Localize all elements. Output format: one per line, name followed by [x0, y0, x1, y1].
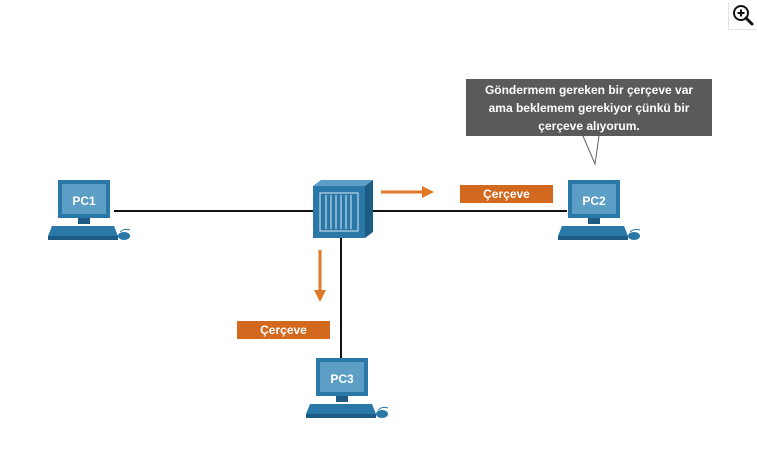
frame-label-down: Çerçeve: [237, 321, 330, 339]
pc3-label: PC3: [330, 372, 354, 386]
callout-line-3: çerçeve alıyorum.: [538, 119, 640, 133]
pc3-computer-icon: [305, 357, 389, 419]
frame-label-right: Çerçeve: [460, 185, 553, 203]
callout-line-1: Göndermem gereken bir çerçeve var: [484, 83, 694, 97]
arrow-down-icon: [314, 250, 326, 302]
callout-pointer-icon: [582, 135, 600, 166]
zoom-button[interactable]: [728, 2, 756, 30]
zoom-in-icon: [733, 5, 754, 26]
pc1-label: PC1: [72, 194, 96, 208]
pc2-label: PC2: [582, 194, 606, 208]
arrow-right-icon: [381, 186, 434, 198]
callout-line-2: ama beklemem gerekiyor çünkü bir: [488, 101, 690, 115]
callout-box: Göndermem gereken bir çerçeve var ama be…: [466, 79, 712, 136]
pc2-computer-icon: [557, 179, 641, 241]
switch-icon: [313, 180, 373, 238]
